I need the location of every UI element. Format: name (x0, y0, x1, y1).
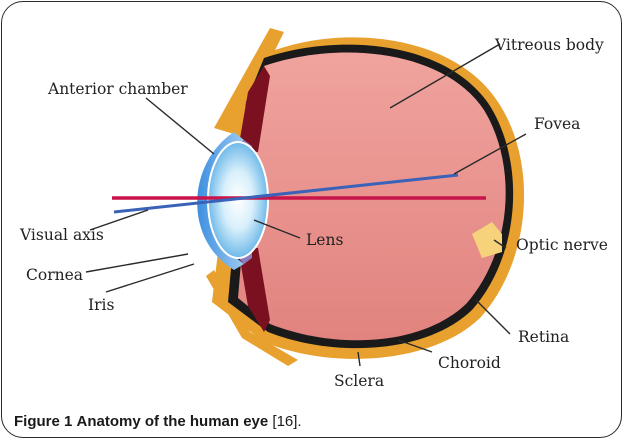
figure-caption: Figure 1 Anatomy of the human eye [16]. (14, 413, 302, 430)
label-choroid: Choroid (438, 354, 501, 372)
label-fovea: Fovea (534, 115, 580, 133)
label-vitreous-body: Vitreous body (494, 36, 604, 54)
label-visual-axis: Visual axis (19, 226, 104, 244)
figure-reference: [16]. (272, 413, 301, 430)
figure-title: Anatomy of the human eye (77, 413, 269, 430)
label-iris: Iris (88, 296, 114, 314)
figure-label: Figure 1 (14, 413, 72, 430)
label-cornea: Cornea (26, 266, 83, 284)
eye-anatomy-diagram: Vitreous body Anterior chamber Fovea Vis… (2, 2, 622, 407)
label-lens: Lens (306, 231, 343, 249)
label-sclera: Sclera (334, 372, 384, 390)
label-optic-nerve: Optic nerve (516, 236, 608, 254)
label-retina: Retina (518, 328, 569, 346)
label-anterior-chamber: Anterior chamber (47, 80, 188, 98)
